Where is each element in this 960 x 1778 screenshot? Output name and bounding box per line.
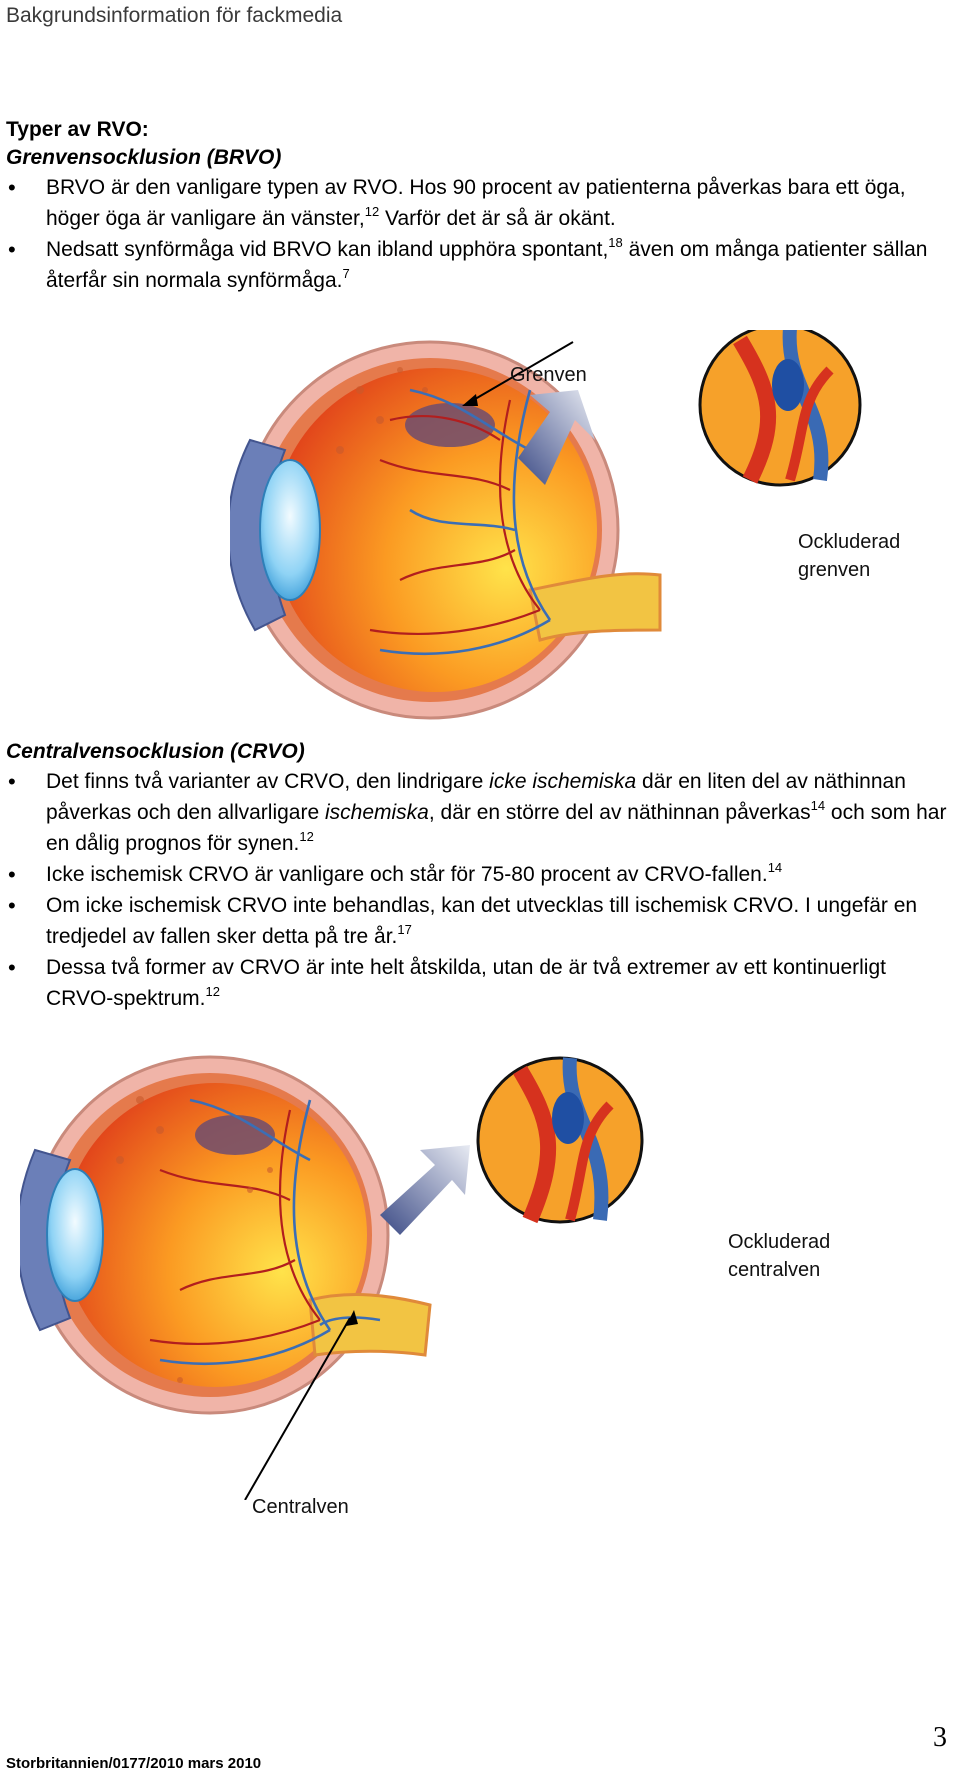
list-item: Icke ischemisk CRVO är vanligare och stå…	[6, 859, 951, 890]
grenven-label: Grenven	[510, 364, 587, 386]
bullet-text: Om icke ischemisk CRVO inte behandlas, k…	[46, 894, 918, 948]
bullet-text: Icke ischemisk CRVO är vanligare och stå…	[46, 863, 768, 886]
footnote-ref: 12	[364, 204, 380, 219]
footer-reference: Storbritannien/0177/2010 mars 2010	[6, 1755, 262, 1772]
label-line: grenven	[798, 559, 871, 581]
footnote-ref: 12	[299, 829, 314, 844]
label-line: centralven	[728, 1259, 821, 1281]
bullet-text: även om många patienter sällan återfår s…	[46, 238, 928, 292]
brvo-bullet-list: BRVO är den vanligare typen av RVO. Hos …	[6, 172, 951, 296]
bullet-text-italic: icke ischemiska	[489, 770, 637, 793]
footnote-ref: 14	[767, 860, 783, 875]
types-heading: Typer av RVO:	[6, 118, 149, 141]
bullet-text: , där en större del av näthinnan påverka…	[428, 801, 811, 824]
document-header: Bakgrundsinformation för fackmedia	[6, 4, 343, 27]
footnote-ref: 7	[342, 266, 350, 281]
footnote-ref: 12	[205, 984, 220, 999]
bullet-text-italic: ischemiska	[325, 801, 429, 824]
bullet-text: BRVO är den vanligare typen av RVO. Hos …	[46, 176, 906, 230]
page-number: 3	[933, 1722, 947, 1753]
crvo-section: Centralvensocklusion (CRVO) Det finns tv…	[6, 740, 951, 1014]
occluded-central-label: Ockluderad centralven	[728, 1228, 830, 1284]
crvo-heading: Centralvensocklusion (CRVO)	[6, 740, 305, 763]
list-item: Det finns två varianter av CRVO, den lin…	[6, 766, 951, 859]
label-line: Ockluderad	[728, 1231, 831, 1253]
crvo-eye-illustration	[20, 1055, 644, 1500]
label-line: Ockluderad	[798, 531, 901, 553]
bullet-text: där en liten del av näthinnan påverkas o…	[46, 770, 906, 824]
list-item: Dessa två former av CRVO är inte helt åt…	[6, 952, 951, 1014]
bullet-text: Dessa två former av CRVO är inte helt åt…	[46, 956, 886, 1010]
list-item: Nedsatt synförmåga vid BRVO kan ibland u…	[6, 234, 951, 296]
brvo-heading: Grenvensocklusion (BRVO)	[6, 146, 282, 169]
bullet-text: och som har en dålig prognos för synen.	[46, 801, 947, 855]
list-item: BRVO är den vanligare typen av RVO. Hos …	[6, 172, 951, 234]
bullet-text: Nedsatt synförmåga vid BRVO kan ibland u…	[46, 238, 609, 261]
list-item: Om icke ischemisk CRVO inte behandlas, k…	[6, 890, 951, 952]
brvo-eye-illustration	[230, 330, 862, 720]
footnote-ref: 18	[608, 235, 623, 250]
occluded-branch-label: Ockluderad grenven	[798, 528, 900, 584]
crvo-bullet-list: Det finns två varianter av CRVO, den lin…	[6, 766, 951, 1014]
centralven-label: Centralven	[252, 1496, 349, 1518]
brvo-section: Typer av RVO: Grenvensocklusion (BRVO) B…	[6, 118, 951, 296]
footnote-ref: 14	[810, 798, 826, 813]
footnote-ref: 17	[397, 922, 412, 937]
bullet-text: Varför det är så är okänt.	[379, 207, 616, 230]
bullet-text: Det finns två varianter av CRVO, den lin…	[46, 770, 490, 793]
